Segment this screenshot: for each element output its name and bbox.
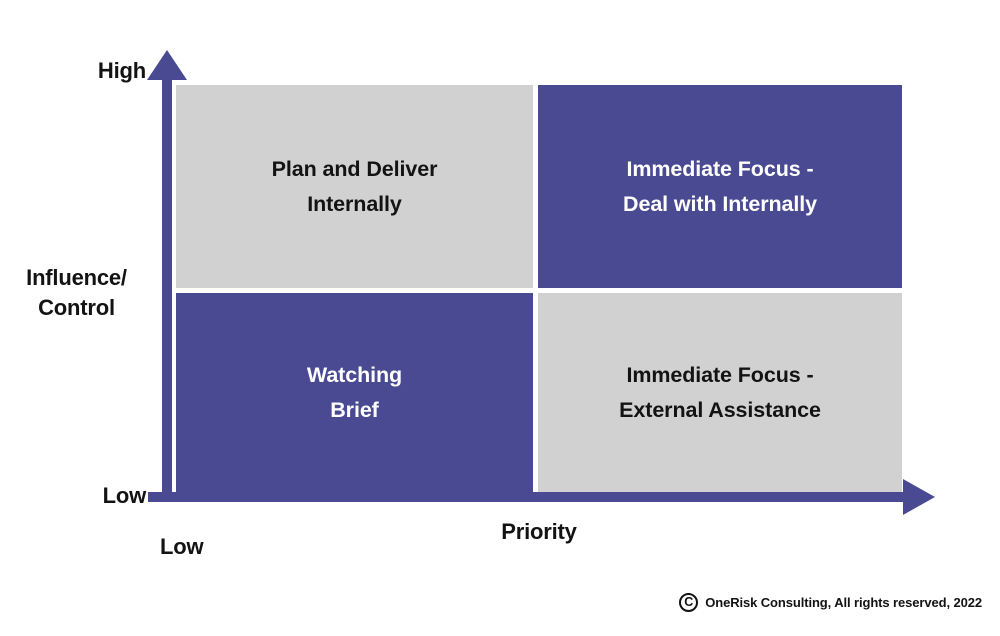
grid-gutter-horizontal-left [176, 288, 533, 293]
grid-gutter-vertical-bottom [533, 293, 538, 492]
x-axis-line [148, 492, 913, 502]
x-axis-title: Priority [501, 519, 577, 544]
quadrant-bottom-left-label: Watching Brief [306, 362, 403, 422]
y-axis-arrowhead [147, 50, 187, 80]
quadrant-top-left[interactable]: Plan and Deliver Internally [176, 85, 533, 288]
quadrant-top-right[interactable]: Immediate Focus - Deal with Internally [538, 85, 902, 288]
quadrant-grid: Plan and Deliver Internally Immediate Fo… [176, 85, 902, 492]
x-axis-arrowhead [903, 479, 935, 515]
quadrant-bottom-left[interactable]: Watching Brief [176, 293, 533, 492]
quadrant-bottom-right-label: Immediate Focus - External Assistance [619, 362, 821, 422]
copyright-footer: C OneRisk Consulting, All rights reserve… [679, 593, 982, 612]
grid-gutter-vertical-top [533, 85, 538, 288]
quadrant-bottom-right[interactable]: Immediate Focus - External Assistance [538, 293, 902, 492]
copyright-text: OneRisk Consulting, All rights reserved,… [705, 595, 982, 610]
y-axis-tick-high: High [97, 58, 146, 83]
x-axis-tick-low: Low [160, 534, 204, 559]
grid-gutter-center [533, 288, 538, 293]
y-axis-title: Influence/ Control [26, 265, 127, 321]
copyright-icon: C [679, 593, 699, 612]
y-axis-line [162, 70, 172, 500]
quadrant-top-right-label: Immediate Focus - Deal with Internally [623, 156, 817, 216]
grid-gutter-horizontal-right [538, 288, 902, 293]
y-axis-tick-low: Low [102, 483, 147, 508]
quadrant-top-left-label: Plan and Deliver Internally [271, 156, 438, 216]
